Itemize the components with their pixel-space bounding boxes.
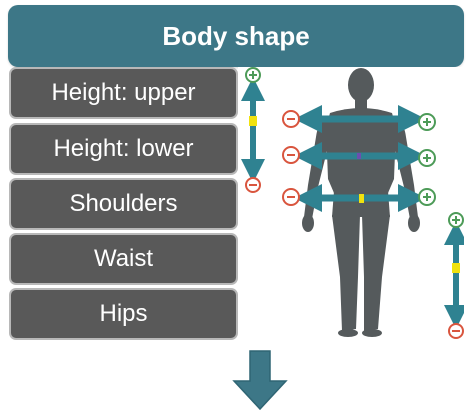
height-lower-item[interactable]: Height: lower [9, 123, 238, 175]
hips-item[interactable]: Hips [9, 288, 238, 340]
plus-icon[interactable] [419, 114, 435, 130]
shoulders-item[interactable]: Shoulders [9, 178, 238, 230]
minus-icon[interactable] [283, 189, 299, 205]
height-upper-item[interactable]: Height: upper [9, 67, 238, 119]
header-title: Body shape [162, 21, 309, 52]
body-shape-header: Body shape [8, 5, 464, 67]
body-figure-panel [238, 67, 464, 343]
waist-label: Waist [94, 245, 153, 273]
body-figure-svg [238, 67, 464, 343]
plus-icon[interactable] [419, 150, 435, 166]
minus-icon[interactable] [283, 147, 299, 163]
minus-icon[interactable] [246, 178, 260, 192]
minus-icon[interactable] [283, 111, 299, 127]
plus-icon[interactable] [246, 68, 260, 82]
plus-icon[interactable] [449, 213, 463, 227]
hips-arrow[interactable] [308, 194, 412, 203]
down-arrow-icon [232, 349, 288, 411]
height-upper-arrow[interactable] [249, 89, 257, 171]
shoulders-label: Shoulders [69, 190, 177, 218]
hips-label: Hips [99, 300, 147, 328]
waist-arrow[interactable] [308, 153, 412, 159]
height-lower-arrow[interactable] [452, 233, 460, 317]
waist-item[interactable]: Waist [9, 233, 238, 285]
plus-icon[interactable] [419, 189, 435, 205]
height-lower-label: Height: lower [53, 135, 193, 163]
minus-icon[interactable] [449, 324, 463, 338]
height-upper-label: Height: upper [51, 79, 195, 107]
